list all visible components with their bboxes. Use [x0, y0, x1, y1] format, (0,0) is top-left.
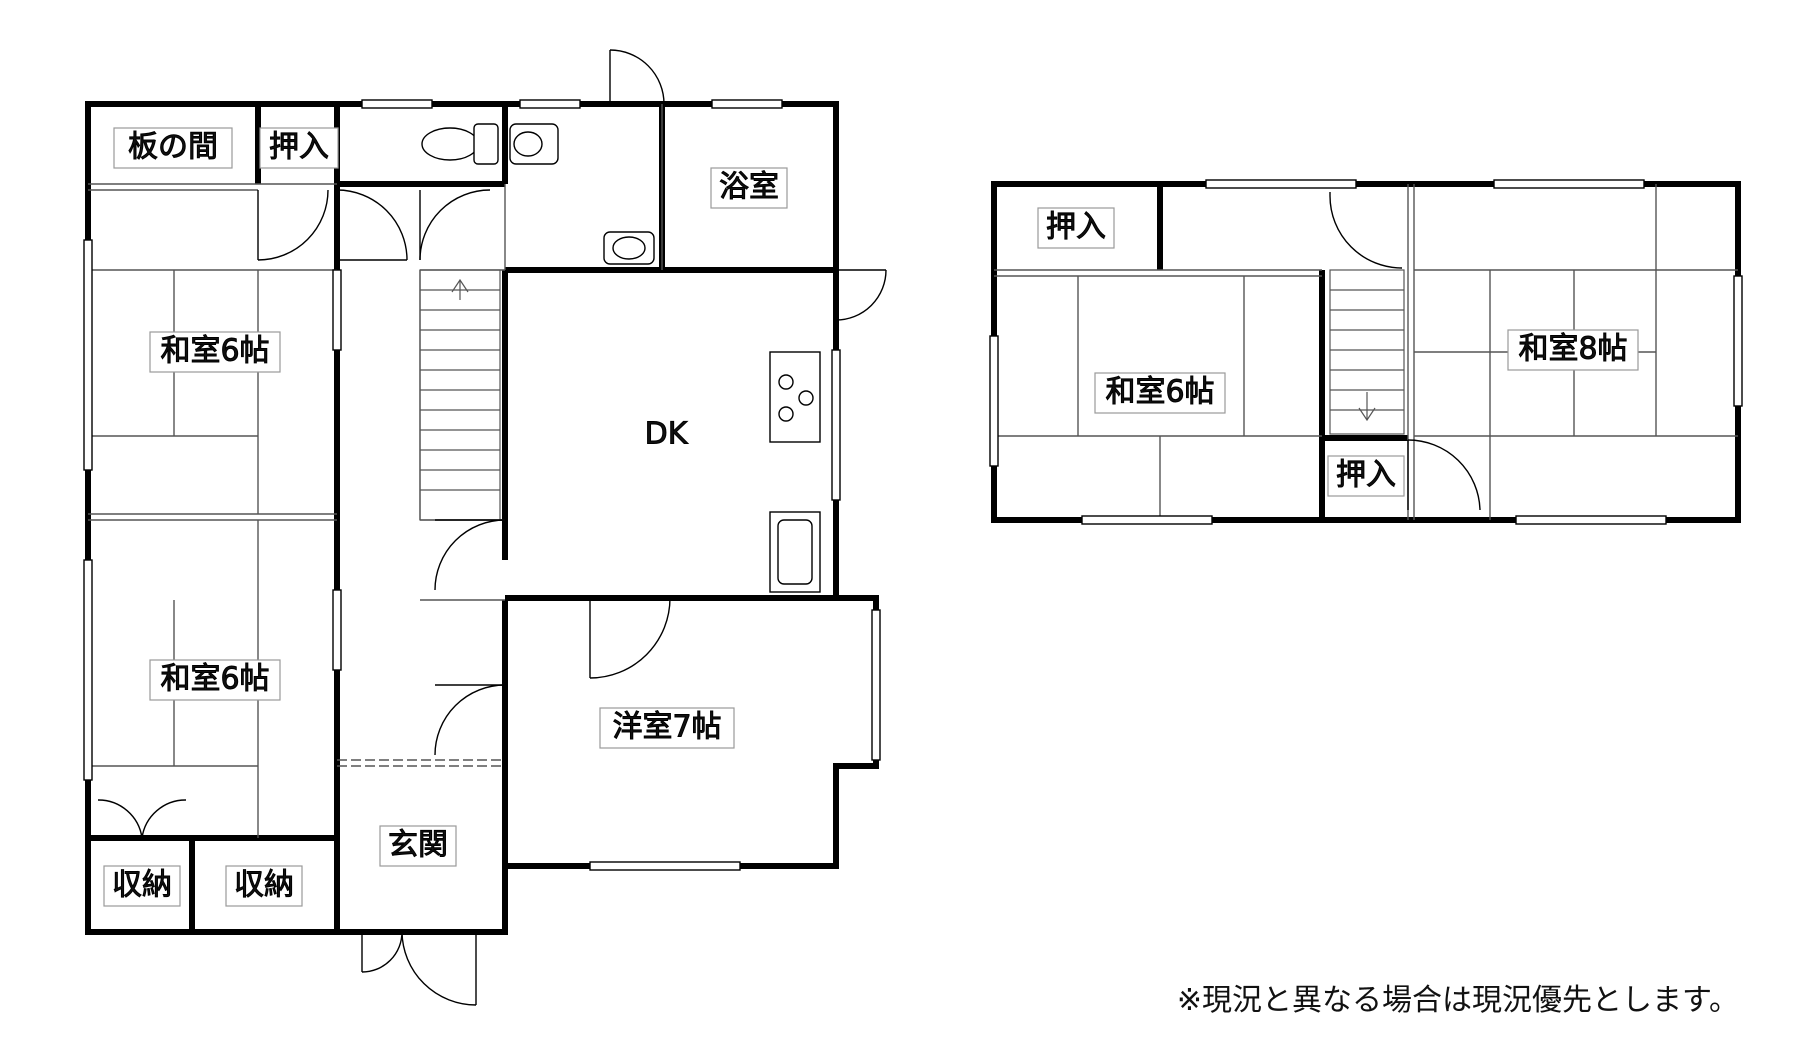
room-label-youshitsu: 洋室7帖 [612, 710, 721, 745]
room-label-genkan: 玄関 [388, 828, 448, 863]
room-label-dk: DK [645, 417, 689, 452]
toilet-icon [421, 127, 479, 161]
room-label-bath: 浴室 [719, 170, 779, 205]
floor1-fixtures [421, 123, 821, 593]
floor1-doors [97, 49, 887, 1006]
floor2-doors [1329, 192, 1481, 511]
room-label-shuno-2: 収納 [234, 868, 294, 903]
room-label-shuno-1: 収納 [112, 868, 172, 903]
floor1-thin-lines [88, 104, 663, 838]
floor2-stairs [1329, 269, 1405, 435]
room-label-itanoma: 板の間 [128, 130, 218, 165]
floor2-windows [989, 179, 1743, 525]
room-label-oshiire-2f: 押入 [1046, 210, 1106, 245]
floor1-stairs [419, 269, 501, 521]
floor1-outer-walls [85, 101, 879, 935]
floor2: 押入 和室6帖 和室8帖 押入 [989, 179, 1743, 525]
room-label-washitsu-6: 和室6帖 [1105, 375, 1214, 410]
floor1: 板の間 押入 浴室 和室6帖 和室6帖 DK 洋室7帖 玄関 収納 収納 [83, 49, 887, 1006]
disclaimer-note: ※現況と異なる場合は現況優先とします。 [1176, 983, 1739, 1018]
room-label-oshiire: 押入 [269, 130, 329, 165]
room-label-washitsu-b: 和室6帖 [160, 662, 269, 697]
floor2-labels: 押入 和室6帖 和室8帖 押入 [1037, 207, 1639, 497]
floor1-interior-walls [88, 104, 836, 932]
floor2-interior-walls [1157, 184, 1408, 520]
room-label-oshiire-2f-mid: 押入 [1336, 458, 1396, 493]
room-label-washitsu-a: 和室6帖 [160, 334, 269, 369]
floor1-windows [83, 99, 881, 871]
floor1-labels: 板の間 押入 浴室 和室6帖 和室6帖 DK 洋室7帖 玄関 収納 収納 [103, 127, 788, 907]
room-label-washitsu-8: 和室8帖 [1518, 332, 1627, 367]
floor2-thin-lines [994, 184, 1738, 520]
